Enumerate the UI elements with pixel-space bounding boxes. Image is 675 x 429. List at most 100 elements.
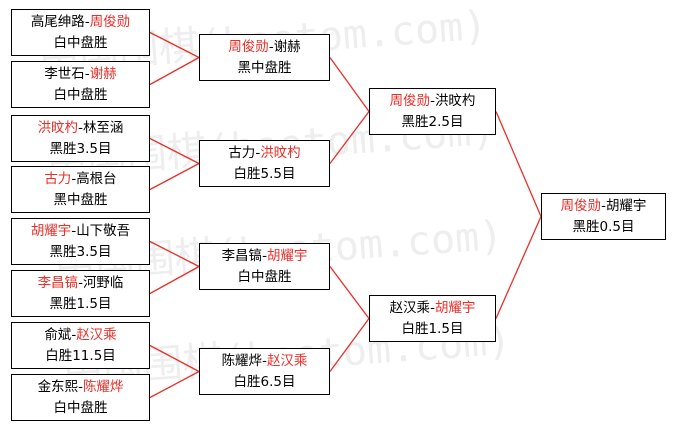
match-players: 高尾绅路-周俊勋: [31, 12, 130, 33]
match-players: 李昌镐-河野临: [38, 273, 124, 294]
separator: -: [430, 92, 435, 109]
player-1-name: 李昌镐: [37, 274, 79, 291]
match-result: 黑中盘胜: [53, 191, 108, 208]
player-1-name: 洪旼杓: [37, 119, 79, 136]
separator: -: [601, 197, 606, 214]
round1-match-5: 胡耀宇-山下敬吾黑胜3.5目: [11, 218, 150, 265]
player-1-name: 古力: [228, 144, 256, 161]
separator: -: [430, 299, 435, 316]
player-2-name: 河野临: [82, 274, 124, 291]
match-players: 古力-洪旼杓: [228, 143, 300, 164]
match-players: 李昌镐-胡耀宇: [222, 246, 308, 267]
match-players: 金东熙-陈耀烨: [38, 377, 124, 398]
match-players: 李世石-谢赫: [44, 64, 116, 85]
separator: -: [255, 144, 261, 161]
separator: -: [71, 326, 77, 343]
player-1-name: 陈耀烨: [221, 352, 263, 369]
match-result: 白中盘胜: [53, 34, 108, 51]
round2-match-2: 古力-洪旼杓白胜5.5目: [199, 140, 330, 187]
separator: -: [71, 222, 77, 239]
player-2-name: 周俊勋: [89, 13, 131, 30]
separator: -: [262, 247, 267, 264]
connector-line: [495, 216, 542, 319]
round2-match-1: 周俊勋-谢赫黑中盘胜: [199, 34, 330, 81]
round2-match-3: 李昌镐-胡耀宇白中盘胜: [199, 243, 330, 290]
player-2-name: 山下敬吾: [76, 222, 131, 239]
match-result: 黑胜2.5目: [401, 113, 464, 130]
player-1-name: 周俊勋: [228, 38, 269, 55]
connector-line: [149, 370, 200, 399]
round1-match-1: 高尾绅路-周俊勋白中盘胜: [11, 9, 150, 56]
separator: -: [262, 352, 267, 369]
match-result: 黑胜3.5目: [49, 243, 112, 260]
player-2-name: 陈耀烨: [82, 378, 124, 395]
player-2-name: 洪旼杓: [260, 144, 301, 161]
match-result: 白中盘胜: [53, 399, 108, 416]
match-players: 古力-高根台: [44, 169, 116, 190]
player-1-name: 金东熙: [37, 378, 79, 395]
round1-match-7: 俞斌-赵汉乘白胜11.5目: [11, 322, 150, 369]
connector-line: [149, 137, 200, 165]
player-2-name: 高根台: [76, 170, 117, 187]
connector-line: [149, 344, 200, 373]
connector-line: [329, 318, 370, 372]
round3-match-1: 周俊勋-洪旼杓黑胜2.5目: [369, 88, 496, 135]
player-1-name: 赵汉乘: [389, 299, 431, 316]
player-2-name: 胡耀宇: [266, 247, 308, 264]
player-2-name: 谢赫: [273, 38, 301, 55]
round1-match-4: 古力-高根台黑中盘胜: [11, 166, 150, 213]
player-1-name: 胡耀宇: [30, 222, 72, 239]
separator: -: [84, 13, 90, 30]
player-1-name: 高尾绅路: [30, 13, 85, 30]
player-2-name: 谢赫: [89, 65, 117, 82]
match-result: 白胜6.5目: [233, 373, 296, 390]
match-players: 胡耀宇-山下敬吾: [31, 221, 130, 242]
connector-line: [149, 162, 200, 191]
connector-line: [149, 31, 200, 59]
player-1-name: 周俊勋: [560, 197, 602, 214]
player-1-name: 李世石: [44, 65, 85, 82]
match-result: 黑胜1.5目: [49, 295, 112, 312]
connector-line: [149, 56, 200, 86]
match-players: 周俊勋-胡耀宇: [561, 196, 647, 217]
final-match-1: 周俊勋-胡耀宇黑胜0.5目: [541, 193, 666, 240]
separator: -: [78, 119, 83, 136]
match-result: 白胜5.5目: [233, 165, 296, 182]
round1-match-6: 李昌镐-河野临黑胜1.5目: [11, 270, 150, 317]
round1-match-2: 李世石-谢赫白中盘胜: [11, 61, 150, 108]
player-2-name: 赵汉乘: [76, 326, 117, 343]
separator: -: [78, 274, 83, 291]
match-result: 白胜11.5目: [45, 347, 116, 364]
connector-line: [149, 265, 200, 295]
round1-match-3: 洪旼杓-林至涵黑胜3.5目: [11, 115, 150, 162]
connector-line: [495, 111, 542, 217]
match-players: 陈耀烨-赵汉乘: [222, 351, 308, 372]
match-result: 黑胜0.5目: [572, 218, 635, 235]
player-2-name: 胡耀宇: [605, 197, 647, 214]
player-2-name: 林至涵: [82, 119, 124, 136]
match-result: 白中盘胜: [237, 268, 292, 285]
connector-line: [329, 57, 370, 112]
round1-match-8: 金东熙-陈耀烨白中盘胜: [11, 374, 150, 421]
match-players: 周俊勋-洪旼杓: [390, 91, 476, 112]
round2-match-4: 陈耀烨-赵汉乘白胜6.5目: [199, 348, 330, 395]
connector-line: [329, 266, 370, 319]
match-players: 周俊勋-谢赫: [228, 37, 300, 58]
player-2-name: 胡耀宇: [434, 299, 476, 316]
separator: -: [268, 38, 274, 55]
match-players: 赵汉乘-胡耀宇: [390, 298, 476, 319]
player-1-name: 周俊勋: [389, 92, 431, 109]
player-1-name: 古力: [44, 170, 72, 187]
separator: -: [84, 65, 90, 82]
match-result: 黑胜3.5目: [49, 140, 112, 157]
match-result: 黑中盘胜: [237, 59, 292, 76]
player-1-name: 李昌镐: [221, 247, 263, 264]
player-2-name: 洪旼杓: [434, 92, 476, 109]
separator: -: [78, 378, 83, 395]
player-2-name: 赵汉乘: [266, 352, 308, 369]
connector-line: [149, 240, 200, 268]
connector-line: [329, 111, 370, 164]
match-players: 俞斌-赵汉乘: [44, 325, 116, 346]
separator: -: [71, 170, 77, 187]
